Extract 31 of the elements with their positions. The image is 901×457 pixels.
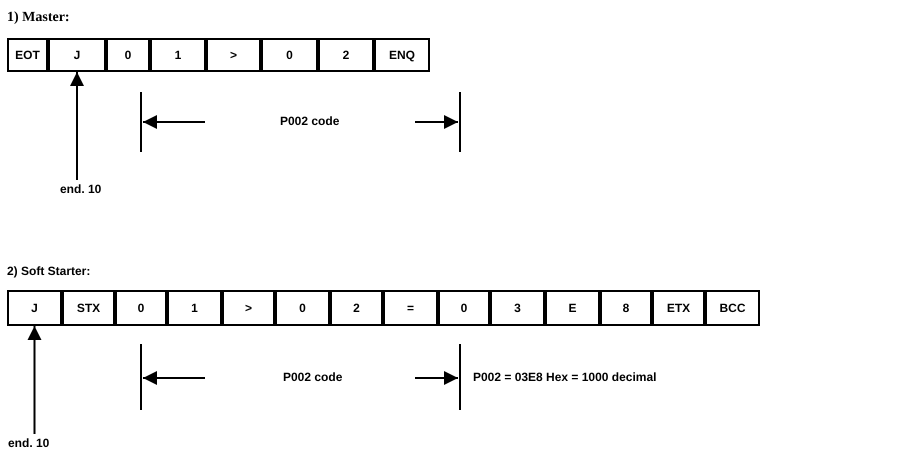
frame-field: BCC xyxy=(705,290,760,326)
frame-field: J xyxy=(7,290,62,326)
frame-field: 0 xyxy=(275,290,330,326)
frame-field: 0 xyxy=(115,290,167,326)
leader-arrow xyxy=(70,72,84,180)
dimension-label: P002 code xyxy=(280,114,340,128)
frame-field: 0 xyxy=(261,38,318,72)
frame-field: 1 xyxy=(167,290,222,326)
section-title: 1) Master: xyxy=(7,10,70,26)
frame-field: ETX xyxy=(652,290,705,326)
frame-field: J xyxy=(48,38,106,72)
frame-field: = xyxy=(383,290,438,326)
dimension-label: P002 code xyxy=(283,370,342,384)
frame-field: 1 xyxy=(150,38,206,72)
address-label: end. 10 xyxy=(8,436,50,450)
frame-field: EOT xyxy=(7,38,48,72)
frame-field: > xyxy=(222,290,275,326)
frame-field: > xyxy=(206,38,261,72)
frame-field: 2 xyxy=(330,290,383,326)
section-title: 2) Soft Starter: xyxy=(7,264,90,278)
frame-field: ENQ xyxy=(374,38,430,72)
address-label: end. 10 xyxy=(60,182,102,196)
frame-field: 2 xyxy=(318,38,374,72)
frame-field: 3 xyxy=(490,290,545,326)
leader-arrow xyxy=(28,326,42,434)
frame-field: 8 xyxy=(600,290,652,326)
frame-field: E xyxy=(545,290,600,326)
frame-field: STX xyxy=(62,290,115,326)
frame-field: 0 xyxy=(106,38,150,72)
frame-field: 0 xyxy=(438,290,490,326)
note: P002 = 03E8 Hex = 1000 decimal xyxy=(473,370,656,384)
